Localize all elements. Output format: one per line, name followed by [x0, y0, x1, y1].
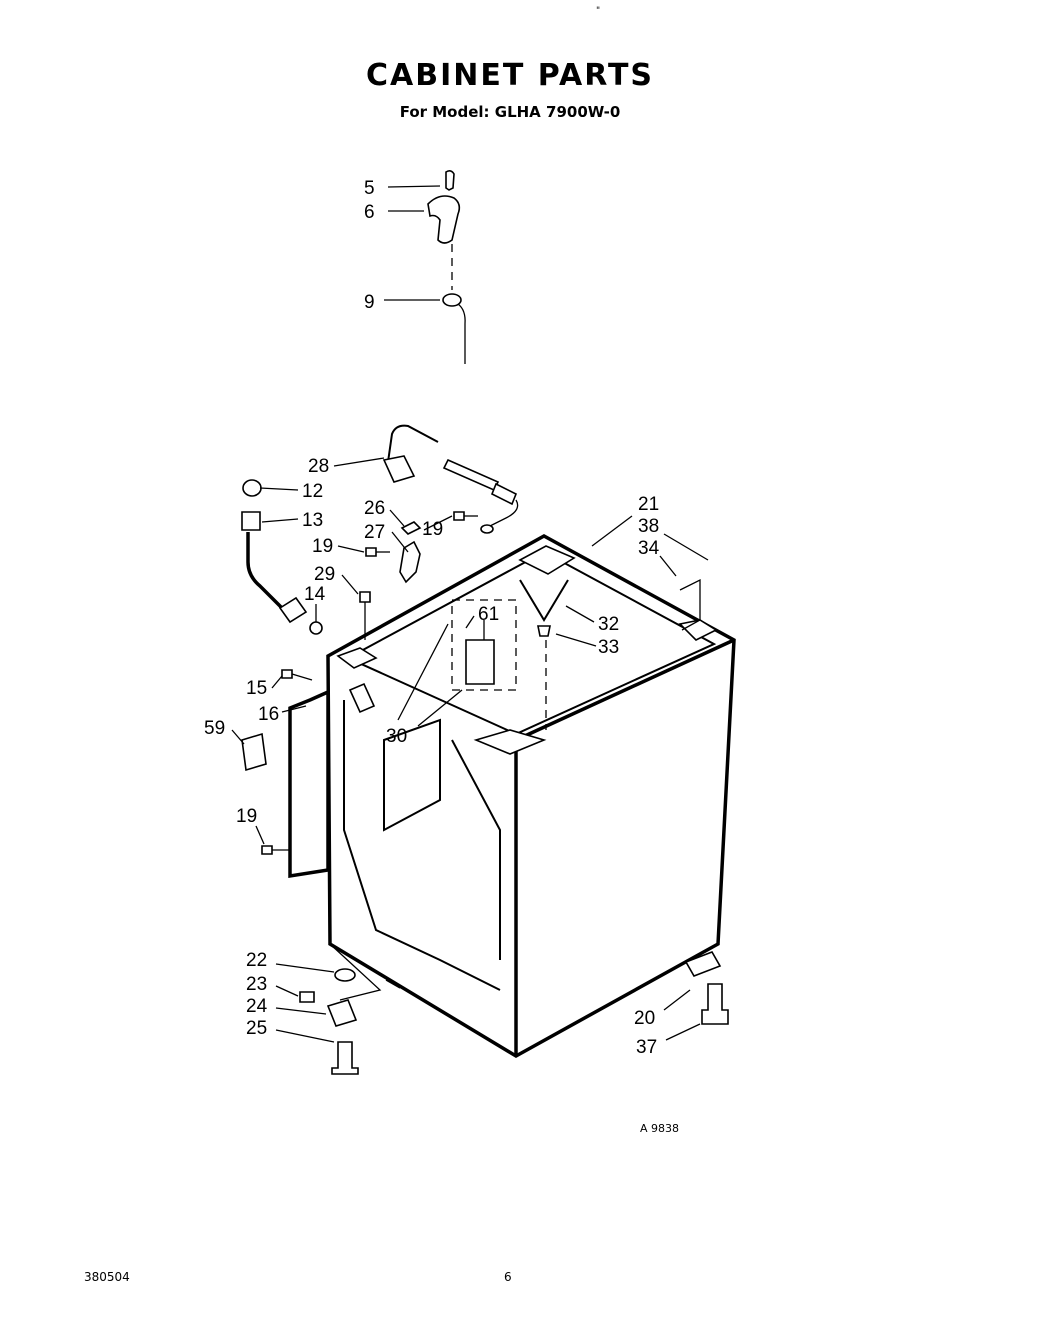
callout-30: 30: [386, 726, 407, 747]
callout-19-left: 19: [312, 536, 333, 557]
callout-19-top: 19: [422, 519, 443, 540]
bottom-parts: [299, 968, 729, 1075]
leader-lines: [231, 457, 709, 1043]
callout-9: 9: [364, 292, 375, 313]
callout-28: 28: [308, 456, 329, 477]
callout-26: 26: [364, 498, 385, 519]
page-number: 6: [504, 1270, 512, 1284]
figure-code: A 9838: [640, 1122, 680, 1135]
callout-19-lower: 19: [236, 806, 257, 827]
callout-16: 16: [258, 704, 279, 725]
callout-59: 59: [204, 718, 225, 739]
callout-23: 23: [246, 974, 267, 995]
callout-29: 29: [314, 564, 335, 585]
callout-12: 12: [302, 481, 323, 502]
callout-33: 33: [598, 637, 619, 658]
fill-hose-parts: [241, 424, 519, 681]
left-side-parts: [241, 682, 376, 879]
upper-assembly: [384, 170, 466, 364]
callout-13: 13: [302, 510, 323, 531]
cabinet-body: [326, 534, 736, 1059]
callout-15: 15: [246, 678, 267, 699]
page-title: CABINET PARTS: [365, 58, 655, 93]
callout-34: 34: [638, 538, 660, 559]
callout-37: 37: [636, 1037, 657, 1058]
callout-5: 5: [364, 178, 375, 199]
callout-numbers: 5 6 9 28 12 13 26 27 19 19 29 14 61 15 1…: [204, 178, 660, 1058]
model-subtitle: For Model: GLHA 7900W-0: [399, 103, 621, 121]
callout-6: 6: [364, 202, 375, 223]
callout-22: 22: [246, 950, 267, 971]
callout-24: 24: [246, 996, 268, 1017]
callout-14: 14: [304, 584, 326, 605]
callout-38: 38: [638, 516, 659, 537]
callout-61: 61: [478, 604, 499, 625]
callout-25: 25: [246, 1018, 267, 1039]
callout-32: 32: [598, 614, 619, 635]
document-code: 380504: [84, 1270, 130, 1284]
callout-20: 20: [634, 1008, 655, 1029]
callout-21: 21: [638, 494, 659, 515]
callout-27: 27: [364, 522, 385, 543]
corner-mark: ": [596, 6, 601, 16]
